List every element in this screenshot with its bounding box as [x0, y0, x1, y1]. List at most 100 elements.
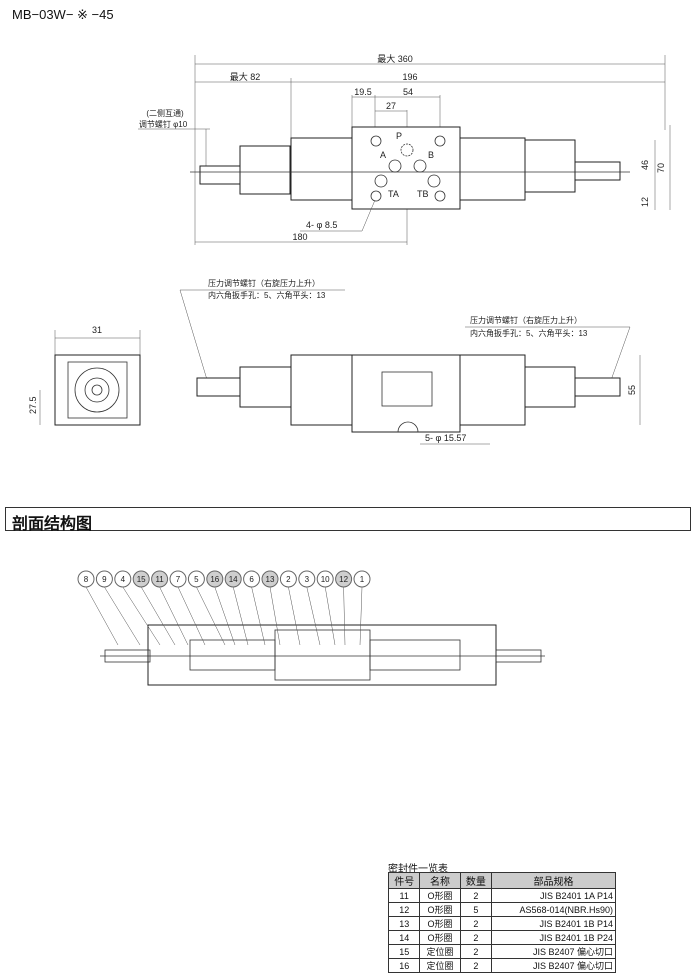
part-balloon — [224, 570, 242, 588]
leader-line — [196, 586, 226, 646]
part-balloon — [114, 570, 132, 588]
left-screw-note-1: 压力调节螺钉（右旋压力上升） — [208, 278, 320, 288]
part-number: 15 — [137, 575, 146, 584]
dim-54: 54 — [403, 87, 413, 97]
table-cell: 15 — [387, 944, 421, 959]
table-cell: 2 — [459, 888, 493, 903]
part-number: 8 — [84, 575, 89, 584]
port-p-label: P — [396, 131, 402, 141]
dim-12: 12 — [640, 197, 650, 207]
part-number: 16 — [210, 575, 219, 584]
section-heading: 剖面结构图 — [12, 516, 93, 533]
dim-31: 31 — [92, 325, 102, 335]
leader-line — [159, 586, 189, 646]
dim-46: 46 — [640, 160, 650, 170]
table-cell: 定位圈 — [419, 958, 461, 973]
part-number: 7 — [176, 575, 181, 584]
left-screw-note-2: 内六角扳手孔：5、六角平头：13 — [208, 290, 326, 300]
part-number: 1 — [360, 575, 365, 584]
part-number: 2 — [286, 575, 291, 584]
dim-70: 70 — [656, 163, 666, 173]
table-cell: JIS B2401 1B P14 — [491, 916, 616, 931]
leader-line — [288, 586, 301, 646]
leader-line — [85, 586, 119, 646]
table-cell: 11 — [387, 888, 421, 903]
section-heading-bar: 剖面结构图 — [5, 507, 691, 533]
leader-line — [359, 586, 363, 646]
part-number: 12 — [339, 575, 348, 584]
mounting-holes-label: 4- φ 8.5 — [306, 220, 337, 230]
right-screw-note-2: 内六角扳手孔：5、六角平头：13 — [470, 328, 588, 338]
port-ta-label: TA — [388, 189, 399, 199]
top-view: 最大 360 196 最大 82 19.5 54 27 180 (二侧互通) 调… — [138, 53, 671, 245]
dim-19-5: 19.5 — [354, 87, 372, 97]
part-balloon — [151, 570, 169, 588]
table-cell: O形圈 — [419, 902, 461, 917]
leader-line — [177, 586, 206, 646]
part-balloon — [243, 570, 261, 588]
table-cell: 13 — [387, 916, 421, 931]
seal-table-caption: 密封件一览表 — [388, 864, 448, 875]
table-cell: AS568-014(NBR.Hs90) — [491, 902, 616, 917]
port-holes-label: 5- φ 15.57 — [425, 433, 466, 443]
part-balloon — [298, 570, 316, 588]
dim-180: 180 — [292, 232, 307, 242]
dim-196: 196 — [402, 72, 417, 82]
col-header: 数量 — [459, 872, 493, 889]
part-balloon — [169, 570, 187, 588]
table-cell: JIS B2407 偏心切口 — [491, 958, 616, 973]
part-number: 13 — [266, 575, 275, 584]
col-header: 部品规格 — [491, 872, 616, 889]
dim-27: 27 — [386, 101, 396, 111]
col-header: 件号 — [387, 872, 421, 889]
table-cell: 14 — [387, 930, 421, 945]
table-cell: 12 — [387, 902, 421, 917]
part-number: 4 — [121, 575, 126, 584]
table-cell: 定位圈 — [419, 944, 461, 959]
table-cell: O形圈 — [419, 916, 461, 931]
table-cell: JIS B2401 1A P14 — [491, 888, 616, 903]
dim-27-5: 27.5 — [28, 396, 38, 414]
adjust-screw-note-1: (二侧互通) — [146, 108, 184, 118]
table-cell: 2 — [459, 944, 493, 959]
leader-line — [140, 586, 176, 646]
model-title: MB−03W− ※ −45 — [12, 7, 114, 22]
leader-line — [251, 586, 266, 646]
part-number: 6 — [249, 575, 254, 584]
part-number: 11 — [155, 575, 164, 584]
dim-55: 55 — [627, 385, 637, 395]
leader-line — [104, 586, 141, 646]
table-cell: JIS B2407 偏心切口 — [491, 944, 616, 959]
part-balloon — [316, 570, 334, 588]
table-cell: 2 — [459, 930, 493, 945]
leader-line — [324, 586, 336, 646]
table-cell: 16 — [387, 958, 421, 973]
col-header: 名称 — [419, 872, 461, 889]
front-view: 压力调节螺钉（右旋压力上升） 内六角扳手孔：5、六角平头：13 压力调节螺钉（右… — [179, 278, 641, 445]
leader-line — [122, 586, 161, 646]
table-cell: O形圈 — [419, 888, 461, 903]
part-number: 10 — [321, 575, 330, 584]
part-balloon — [77, 570, 95, 588]
dim-max-360: 最大 360 — [377, 53, 413, 64]
side-view: 31 27.5 — [28, 325, 141, 426]
table-cell: 2 — [459, 958, 493, 973]
port-a-label: A — [380, 150, 386, 160]
table-cell: JIS B2401 1B P24 — [491, 930, 616, 945]
part-balloon — [261, 570, 279, 588]
part-balloon — [95, 570, 113, 588]
table-cell: O形圈 — [419, 930, 461, 945]
part-number: 3 — [305, 575, 310, 584]
part-balloon — [279, 570, 297, 588]
port-b-label: B — [428, 150, 434, 160]
part-number: 5 — [194, 575, 199, 584]
part-balloon — [353, 570, 371, 588]
table-cell: 5 — [459, 902, 493, 917]
